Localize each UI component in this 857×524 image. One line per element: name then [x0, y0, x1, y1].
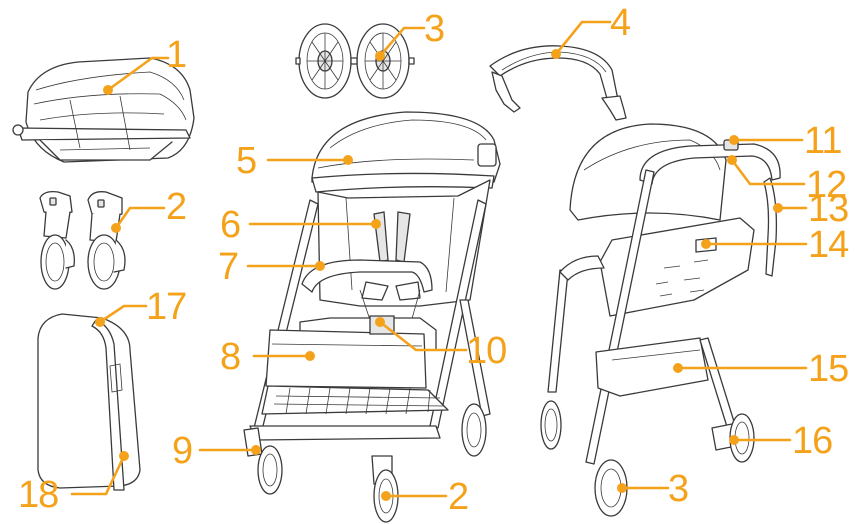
callout-6: 6 — [220, 206, 240, 244]
callout-11: 11 — [804, 122, 841, 160]
stroller-front-view-illustration — [244, 112, 500, 522]
callout-9: 9 — [172, 432, 192, 470]
callout-3-rear-wheels: 3 — [424, 10, 444, 48]
front-wheels-illustration — [40, 192, 125, 289]
callout-10: 10 — [466, 332, 506, 370]
callout-2-front-wheel: 2 — [166, 188, 186, 226]
carry-bag-illustration — [38, 314, 140, 490]
callout-2-bottom: 2 — [448, 478, 468, 516]
callout-17: 17 — [146, 288, 186, 326]
callout-8: 8 — [220, 338, 240, 376]
callout-13: 13 — [808, 190, 848, 228]
stroller-rear-view-illustration — [541, 124, 780, 516]
callout-1: 1 — [166, 36, 186, 74]
callout-16: 16 — [792, 422, 832, 460]
callout-3-bottom: 3 — [668, 470, 688, 508]
callout-5: 5 — [236, 142, 256, 180]
callout-14: 14 — [808, 226, 848, 264]
callout-7: 7 — [218, 248, 238, 286]
callout-4: 4 — [610, 4, 630, 42]
callout-15: 15 — [808, 350, 848, 388]
callout-18: 18 — [18, 476, 58, 514]
